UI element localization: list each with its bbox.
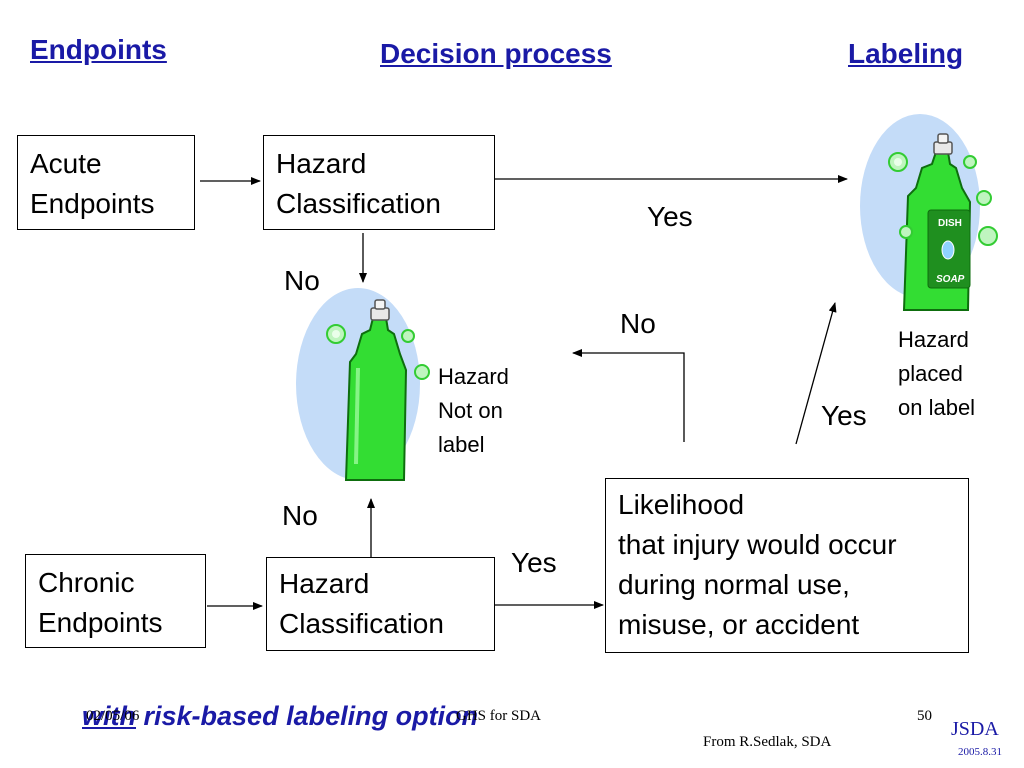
not-on-label-line-2: Not on <box>438 398 503 423</box>
arrow-likelihood-yes <box>795 302 837 445</box>
footer-credit: From R.Sedlak, SDA <box>703 734 832 750</box>
placed-line-1: Hazard <box>898 327 969 352</box>
hazard-placed-on-label-text: Hazard placed on label <box>898 323 975 425</box>
hazard-classification-top-box: Hazard Classification <box>263 135 495 230</box>
hazard-classification-bottom-box: Hazard Classification <box>266 557 495 651</box>
edge-label-no-bottom: No <box>282 500 318 531</box>
edge-label-no-top: No <box>284 265 320 296</box>
placed-line-3: on label <box>898 395 976 420</box>
acute-endpoints-box: Acute Endpoints <box>17 135 195 230</box>
chronic-line-2: Endpoints <box>38 607 163 638</box>
chronic-endpoints-box: Chronic Endpoints <box>25 554 206 648</box>
hazard-bottom-line-2: Classification <box>279 608 444 639</box>
soap-text: SOAP <box>936 274 965 285</box>
not-on-label-line-3: label <box>438 432 485 457</box>
likelihood-line-4: misuse, or accident <box>618 609 860 640</box>
arrow-likelihood-no <box>572 349 685 442</box>
footer-date: 02/05/06 <box>86 708 140 724</box>
header-labeling: Labeling <box>848 38 964 69</box>
header-endpoints: Endpoints <box>30 34 167 65</box>
hazard-top-line-1: Hazard <box>276 148 367 179</box>
dish-soap-bottle-plain-icon <box>296 288 430 481</box>
footer-page-number: 50 <box>917 708 932 724</box>
hazard-not-on-label-text: Hazard Not on label <box>438 360 509 462</box>
footer-title-rest: risk-based labeling option <box>136 701 479 731</box>
footer-org: JSDA <box>951 718 999 740</box>
likelihood-line-1: Likelihood <box>618 489 745 520</box>
not-on-label-line-1: Hazard <box>438 364 509 389</box>
header-decision-process: Decision process <box>380 38 612 69</box>
footer-title: with risk-based labeling option <box>82 701 478 732</box>
footer-center-text: GHS for SDA <box>456 708 542 724</box>
hazard-top-line-2: Classification <box>276 188 441 219</box>
edge-label-yes-right: Yes <box>821 400 867 431</box>
edge-label-yes-top: Yes <box>647 201 693 232</box>
acute-line-2: Endpoints <box>30 188 155 219</box>
hazard-bottom-line-1: Hazard <box>279 568 370 599</box>
likelihood-box: Likelihood that injury would occur durin… <box>605 478 969 653</box>
acute-line-1: Acute <box>30 148 102 179</box>
placed-line-2: placed <box>898 361 963 386</box>
likelihood-line-3: during normal use, <box>618 569 850 600</box>
footer-org-date: 2005.8.31 <box>958 746 1002 758</box>
edge-label-yes-bottom: Yes <box>511 547 557 578</box>
dish-text: DISH <box>938 218 962 229</box>
dish-soap-bottle-labeled-icon: DISH SOAP <box>860 114 998 311</box>
likelihood-line-2: that injury would occur <box>618 529 897 560</box>
footer-title-prefix: with <box>82 701 136 731</box>
chronic-line-1: Chronic <box>38 567 135 598</box>
edge-label-no-middle: No <box>620 308 656 339</box>
